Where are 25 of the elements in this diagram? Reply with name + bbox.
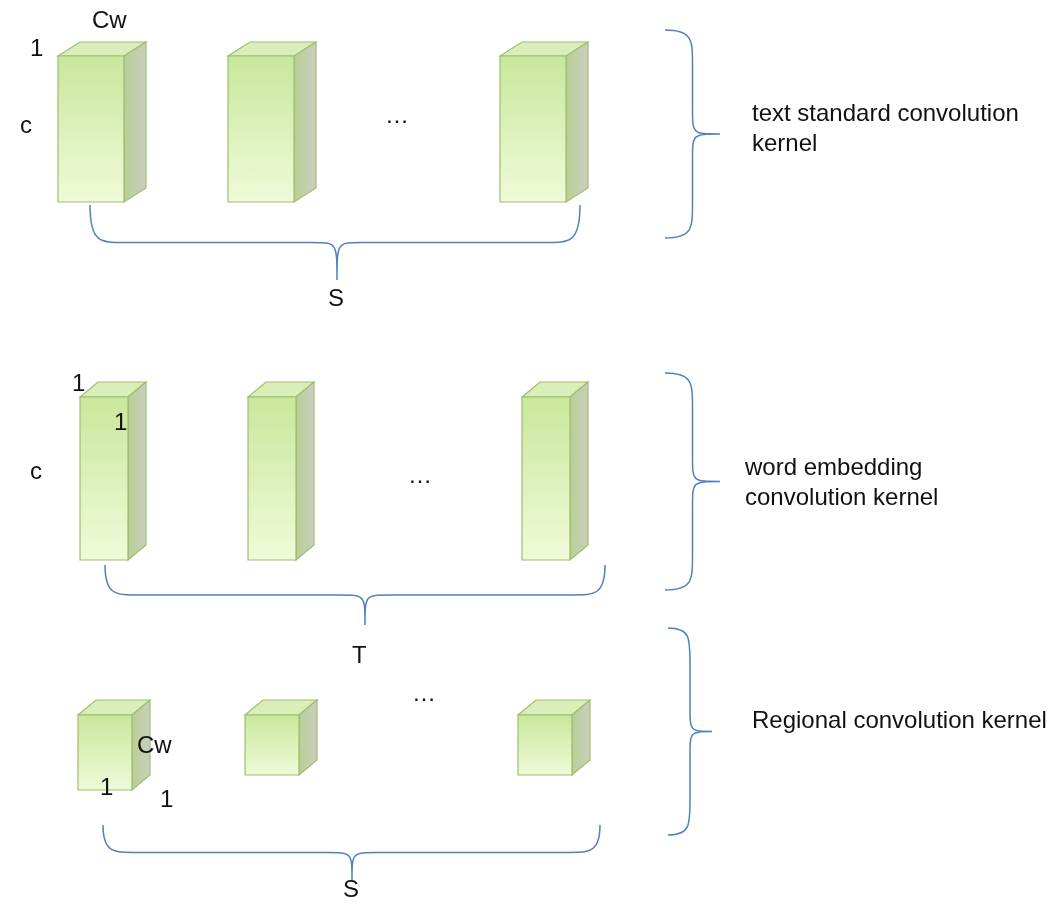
brace-caption: Regional convolution kernel: [752, 705, 1048, 735]
cuboid: [245, 700, 317, 775]
cuboid: [522, 382, 588, 560]
dimension-label: Cw: [92, 5, 127, 35]
cuboid: [500, 42, 588, 202]
dimension-label: c: [20, 110, 32, 140]
dimension-label: 1: [30, 33, 44, 63]
dimension-label: …: [408, 460, 432, 490]
cuboid: [58, 42, 146, 202]
dimension-label: S: [328, 283, 344, 313]
brace-caption: word embedding convolution kernel: [745, 452, 940, 512]
dimension-label: 1: [72, 368, 86, 398]
cuboid: [228, 42, 316, 202]
dimension-label: S: [343, 874, 359, 904]
dimension-label: Cw: [137, 730, 172, 760]
cuboid: [248, 382, 314, 560]
dimension-label: …: [385, 100, 409, 130]
brace-caption: text standard convolution kernel: [752, 98, 1020, 158]
dimension-label: 1: [160, 784, 174, 814]
dimension-label: …: [412, 678, 436, 708]
dimension-label: 1: [114, 407, 128, 437]
cuboid: [518, 700, 590, 775]
dimension-label: T: [352, 640, 367, 670]
dimension-label: 1: [100, 772, 114, 802]
dimension-label: c: [30, 456, 42, 486]
